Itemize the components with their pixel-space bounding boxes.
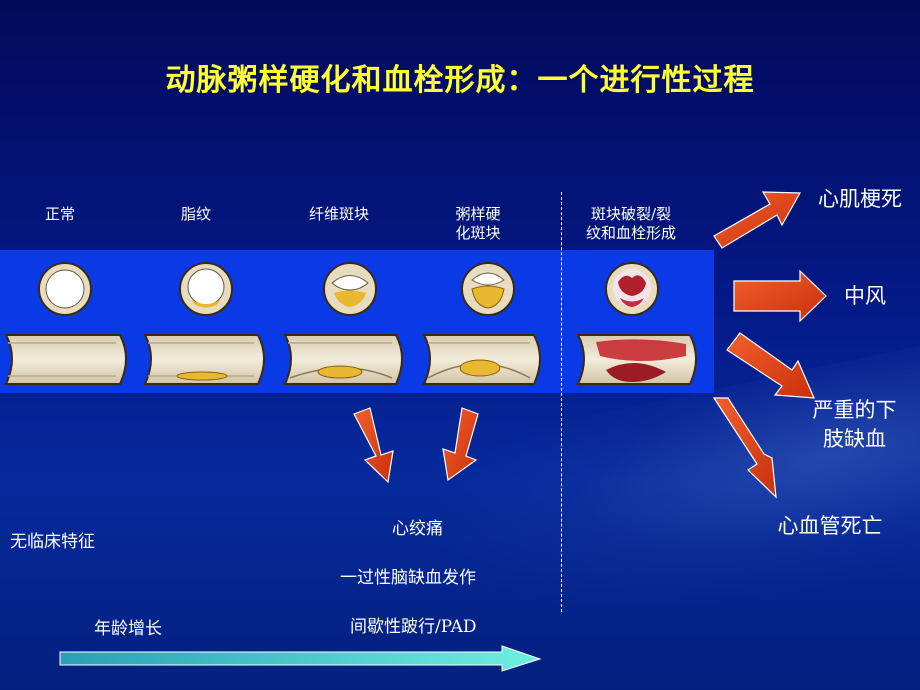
down-arrow-left-icon bbox=[353, 407, 394, 484]
down-arrow-right-icon bbox=[442, 407, 479, 482]
outcome-stroke: 中风 bbox=[844, 284, 886, 308]
stage-label-fatty-streak: 脂纹 bbox=[180, 205, 211, 223]
vessel-atherosclerotic-plaque bbox=[422, 334, 541, 385]
stage-label-atherosclerotic-plaque: 粥样硬 化斑块 bbox=[455, 205, 501, 242]
stage-label-normal: 正常 bbox=[44, 205, 75, 223]
cross-section-fibrous-plaque bbox=[323, 262, 377, 316]
arrow-to-stroke-icon bbox=[733, 269, 827, 323]
stage-label-fibrous-plaque: 纤维斑块 bbox=[308, 205, 369, 223]
age-arrow-icon bbox=[59, 645, 542, 672]
caption-angina: 心绞痛 bbox=[392, 519, 443, 539]
arrow-to-cv-death-icon bbox=[712, 397, 777, 499]
cross-section-thrombosis bbox=[605, 262, 659, 316]
vessel-normal bbox=[4, 334, 127, 385]
caption-tia: 一过性脑缺血发作 bbox=[340, 568, 476, 588]
outcome-cv-death: 心血管死亡 bbox=[777, 514, 883, 538]
vessel-thrombosis bbox=[576, 334, 697, 385]
vessel-fatty-streak bbox=[143, 334, 265, 385]
outcome-limb-ischemia: 严重的下 肢缺血 bbox=[812, 398, 897, 451]
page-title: 动脉粥样硬化和血栓形成：一个进行性过程 bbox=[165, 63, 755, 98]
caption-claudication: 间歇性跛行/PAD bbox=[350, 617, 477, 637]
caption-no-clinical-signs: 无临床特征 bbox=[10, 532, 95, 552]
stage-divider bbox=[561, 192, 562, 612]
arrow-to-mi-icon bbox=[713, 191, 802, 249]
outcome-myocardial-infarction: 心肌梗死 bbox=[818, 187, 902, 211]
arrow-to-limb-icon bbox=[726, 332, 815, 399]
caption-age: 年龄增长 bbox=[94, 619, 162, 639]
cross-section-atherosclerotic-plaque bbox=[461, 262, 515, 316]
vessel-fibrous-plaque bbox=[283, 334, 403, 385]
cross-section-fatty-streak bbox=[179, 262, 233, 316]
stage-label-rupture-thrombosis: 斑块破裂/裂 纹和血栓形成 bbox=[585, 205, 676, 242]
cross-section-normal bbox=[38, 262, 92, 316]
